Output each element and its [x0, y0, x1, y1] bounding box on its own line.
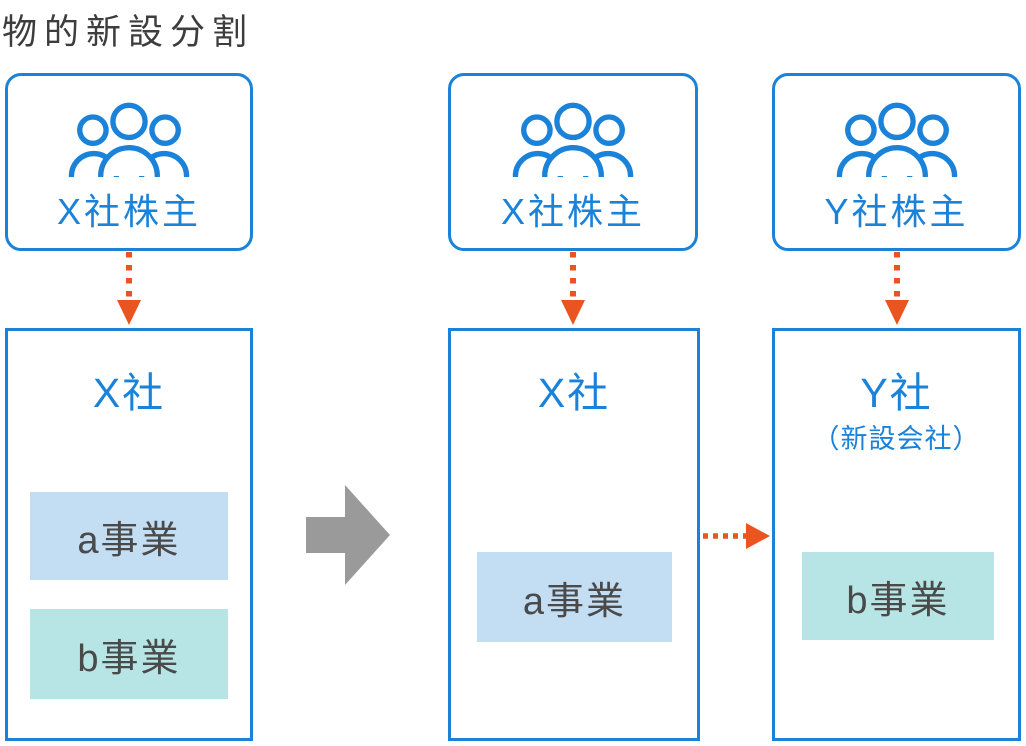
- gray-block-right-arrow: [306, 485, 390, 585]
- people-group-icon: [836, 102, 957, 177]
- company-name: X社: [92, 370, 166, 416]
- company-name: X社: [537, 370, 611, 416]
- dotted-down-arrow: [885, 252, 909, 325]
- business-chip-b: b事業: [802, 552, 994, 640]
- dotted-down-arrow: [117, 252, 141, 325]
- dotted-right-arrow: [703, 523, 770, 549]
- business-chip-b: b事業: [30, 609, 228, 699]
- business-chip-a: a事業: [30, 492, 228, 580]
- shareholder-box-after-x: X社株主: [448, 73, 698, 251]
- shareholder-label: Y社株主: [824, 191, 969, 232]
- people-group-icon: [68, 102, 190, 177]
- company-subtitle: （新設会社）: [812, 424, 981, 454]
- company-box-after-x: X社: [448, 328, 700, 741]
- shareholder-box-before-x: X社株主: [5, 73, 253, 251]
- dotted-down-arrow: [561, 252, 585, 325]
- business-chip-a: a事業: [477, 552, 672, 642]
- shareholder-label: X社株主: [56, 191, 201, 232]
- page-title: 物的新設分割: [2, 13, 255, 52]
- people-group-icon: [512, 102, 634, 177]
- shareholder-box-after-y: Y社株主: [772, 73, 1021, 251]
- company-box-after-y: Y社 （新設会社）: [772, 328, 1021, 741]
- shareholder-label: X社株主: [500, 191, 645, 232]
- company-name: Y社: [860, 370, 933, 416]
